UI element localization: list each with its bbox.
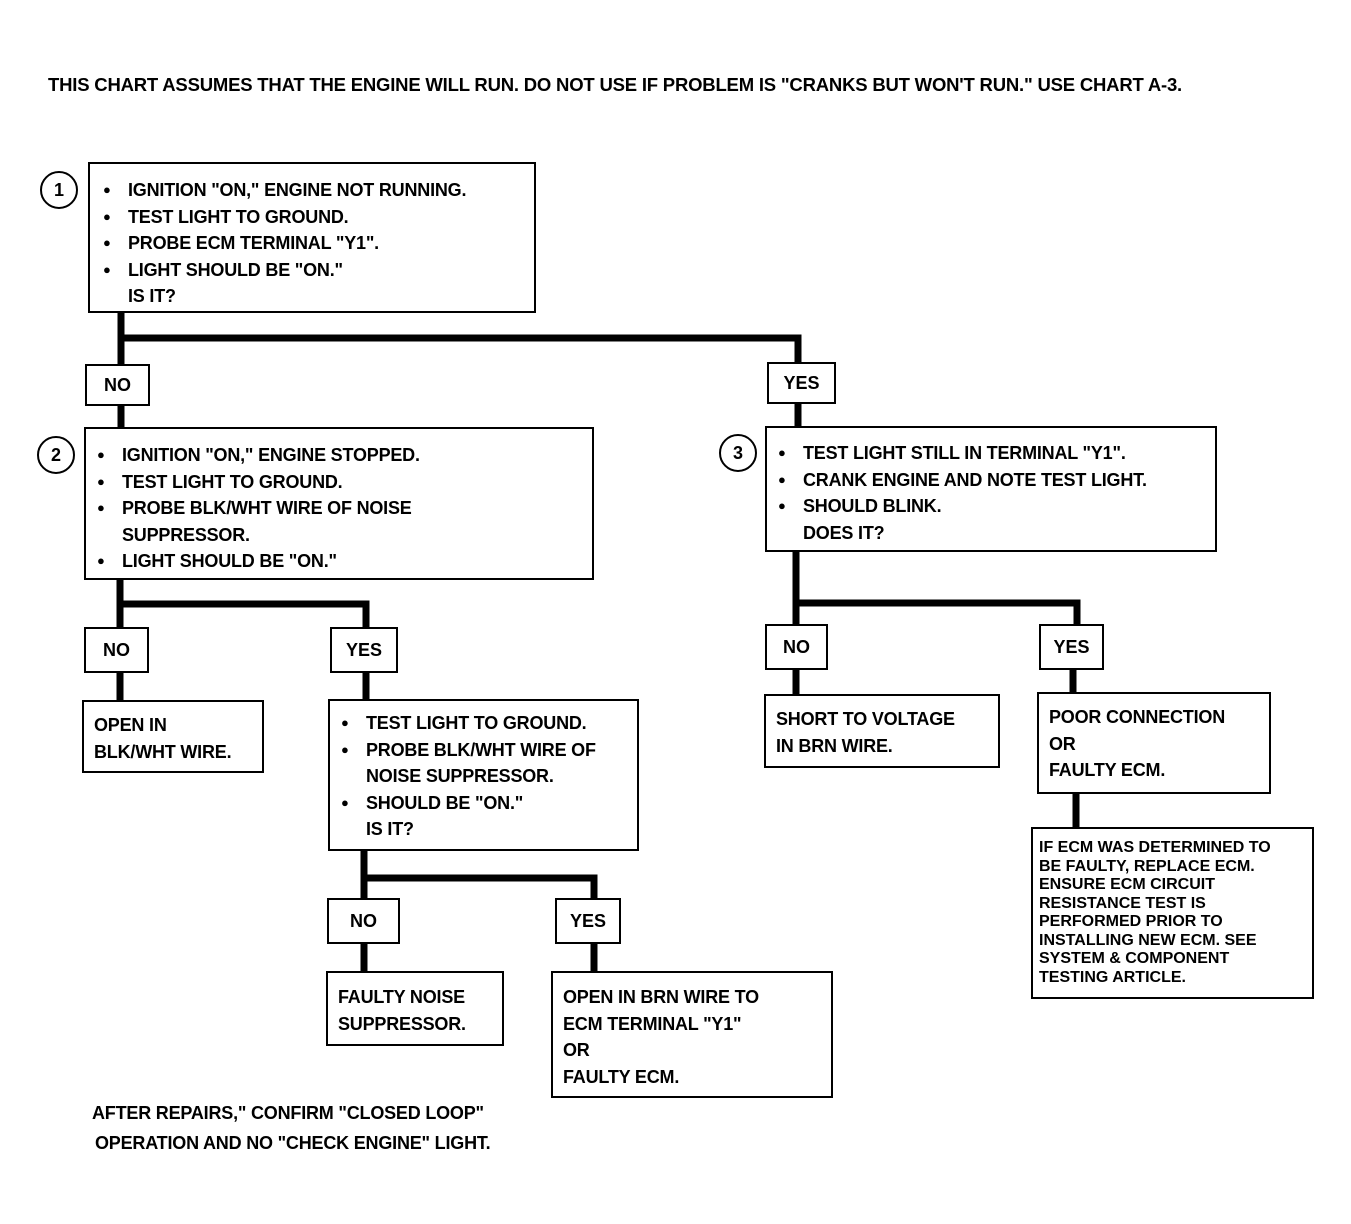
ecm-replacement-note: IF ECM WAS DETERMINED TO BE FAULTY, REPL… [1031,827,1314,999]
note-line: SYSTEM & COMPONENT [1039,950,1230,967]
footer-line: OPERATION AND NO "CHECK ENGINE" LIGHT. [95,1133,491,1153]
result-line: FAULTY NOISE [338,987,465,1007]
step-4-no-label: NO [327,898,400,944]
result-line: BLK/WHT WIRE. [94,741,232,762]
note-line: BE FAULTY, REPLACE ECM. [1039,857,1255,875]
step-2-yes-label: YES [330,627,398,673]
step-3-yes-label: YES [1039,624,1104,670]
result-line: OR [1049,733,1076,754]
step-3-question: DOES IT? [803,522,885,543]
result-line: OPEN IN [94,715,167,735]
result-line: OR [563,1040,590,1060]
step-number-1: 1 [40,171,78,209]
result-poor-connection: POOR CONNECTION OR FAULTY ECM. [1037,692,1271,794]
step-2-continuation: SUPPRESSOR. [122,524,250,545]
step-1-question: IS IT? [128,286,176,306]
step-3-box: TEST LIGHT STILL IN TERMINAL "Y1". CRANK… [765,426,1217,552]
step-4-item: TEST LIGHT TO GROUND. [334,710,633,737]
step-2-item: IGNITION "ON," ENGINE STOPPED. [90,442,588,469]
result-line: POOR CONNECTION [1049,707,1226,727]
result-line: FAULTY ECM. [1049,760,1166,780]
step-4-yes-label: YES [555,898,621,944]
result-line: IN BRN WIRE. [776,735,893,756]
result-short-to-voltage: SHORT TO VOLTAGE IN BRN WIRE. [764,694,1000,768]
step-3-item: TEST LIGHT STILL IN TERMINAL "Y1". [771,440,1211,467]
step-4-continuation: NOISE SUPPRESSOR. [366,766,554,786]
step-2-item: PROBE BLK/WHT WIRE OF NOISE [90,495,588,522]
step-1-item: PROBE ECM TERMINAL "Y1". [96,230,528,257]
step-3-item: SHOULD BLINK. [771,493,1211,520]
result-line: SHORT TO VOLTAGE [776,709,955,729]
step-2-item: LIGHT SHOULD BE "ON." [90,548,588,575]
step-number-3: 3 [719,434,757,472]
step-1-item: TEST LIGHT TO GROUND. [96,204,528,231]
note-line: TESTING ARTICLE. [1039,968,1186,986]
step-number-2: 2 [37,436,75,474]
step-4-item: SHOULD BE "ON." [334,790,633,817]
note-line: ENSURE ECM CIRCUIT [1039,876,1216,893]
step-2-no-label: NO [84,627,149,673]
step-2-list: IGNITION "ON," ENGINE STOPPED. TEST LIGH… [90,442,588,575]
result-line: SUPPRESSOR. [338,1013,466,1034]
note-line: IF ECM WAS DETERMINED TO [1039,839,1271,856]
result-faulty-noise-suppressor: FAULTY NOISE SUPPRESSOR. [326,971,504,1046]
result-open-blk-wht-wire: OPEN IN BLK/WHT WIRE. [82,700,264,773]
footer-line: AFTER REPAIRS," CONFIRM "CLOSED LOOP" [92,1103,484,1123]
step-3-list: TEST LIGHT STILL IN TERMINAL "Y1". CRANK… [771,440,1211,546]
step-4-item: PROBE BLK/WHT WIRE OF [334,737,633,764]
result-line: ECM TERMINAL "Y1" [563,1013,742,1034]
result-open-brn-wire: OPEN IN BRN WIRE TO ECM TERMINAL "Y1" OR… [551,971,833,1098]
step-1-box: IGNITION "ON," ENGINE NOT RUNNING. TEST … [88,162,536,313]
step-2-item: TEST LIGHT TO GROUND. [90,469,588,496]
result-line: FAULTY ECM. [563,1066,680,1087]
step-1-list: IGNITION "ON," ENGINE NOT RUNNING. TEST … [96,177,528,310]
step-1-item: LIGHT SHOULD BE "ON." [96,257,528,284]
result-line: OPEN IN BRN WIRE TO [563,987,759,1007]
step-4-list: TEST LIGHT TO GROUND. PROBE BLK/WHT WIRE… [334,710,633,843]
after-repairs-note: AFTER REPAIRS," CONFIRM "CLOSED LOOP" OP… [92,1098,491,1158]
chart-instructions: THIS CHART ASSUMES THAT THE ENGINE WILL … [48,74,1182,95]
note-line: INSTALLING NEW ECM. SEE [1039,931,1257,949]
note-line: PERFORMED PRIOR TO [1039,913,1223,930]
note-line: RESISTANCE TEST IS [1039,894,1206,912]
step-1-no-label: NO [85,364,150,406]
step-3-item: CRANK ENGINE AND NOTE TEST LIGHT. [771,467,1211,494]
step-2-box: IGNITION "ON," ENGINE STOPPED. TEST LIGH… [84,427,594,580]
step-3-no-label: NO [765,624,828,670]
step-1-yes-label: YES [767,362,836,404]
step-4-question: IS IT? [366,819,414,839]
step-4-box: TEST LIGHT TO GROUND. PROBE BLK/WHT WIRE… [328,699,639,851]
step-1-item: IGNITION "ON," ENGINE NOT RUNNING. [96,177,528,204]
